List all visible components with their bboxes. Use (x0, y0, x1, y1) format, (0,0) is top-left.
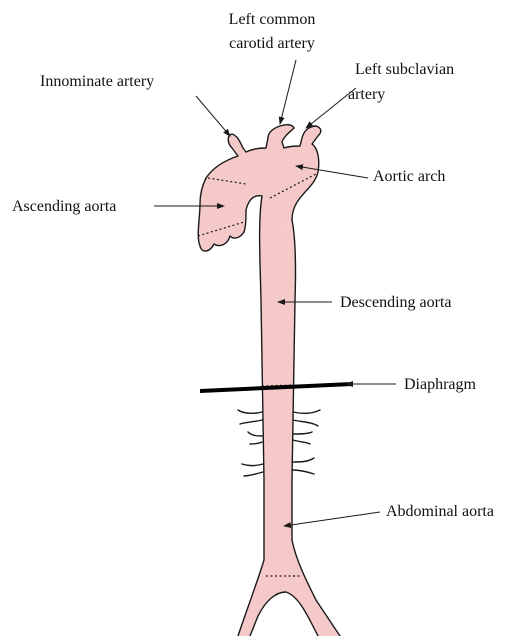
label-diaphragm: Diaphragm (404, 376, 477, 393)
label-abdominal-aorta: Abdominal aorta (386, 503, 494, 520)
label-innominate-artery: Innominate artery (40, 73, 154, 90)
branch-right-lower (292, 458, 314, 474)
label-aortic-arch: Aortic arch (373, 168, 445, 185)
label-left-common-carotid-line1: Left common (229, 11, 316, 28)
arrow-left-common-carotid (280, 60, 296, 124)
branch-left-mid (248, 432, 262, 444)
arrow-abdominal-aorta (284, 512, 380, 526)
branch-left-upper (238, 410, 262, 424)
label-descending-aorta: Descending aorta (340, 294, 452, 311)
branch-right-mid (293, 432, 312, 444)
label-left-common-carotid-line2: carotid artery (229, 35, 315, 52)
arrow-innominate (196, 96, 230, 136)
aorta-vessel (198, 125, 340, 636)
label-left-subclavian-line2: artery (348, 86, 385, 103)
branch-left-lower (242, 464, 263, 476)
label-left-subclavian-line1: Left subclavian (355, 61, 454, 78)
label-ascending-aorta: Ascending aorta (12, 198, 116, 215)
branch-right-upper (293, 410, 320, 426)
descending-aorta-shape (238, 196, 340, 636)
